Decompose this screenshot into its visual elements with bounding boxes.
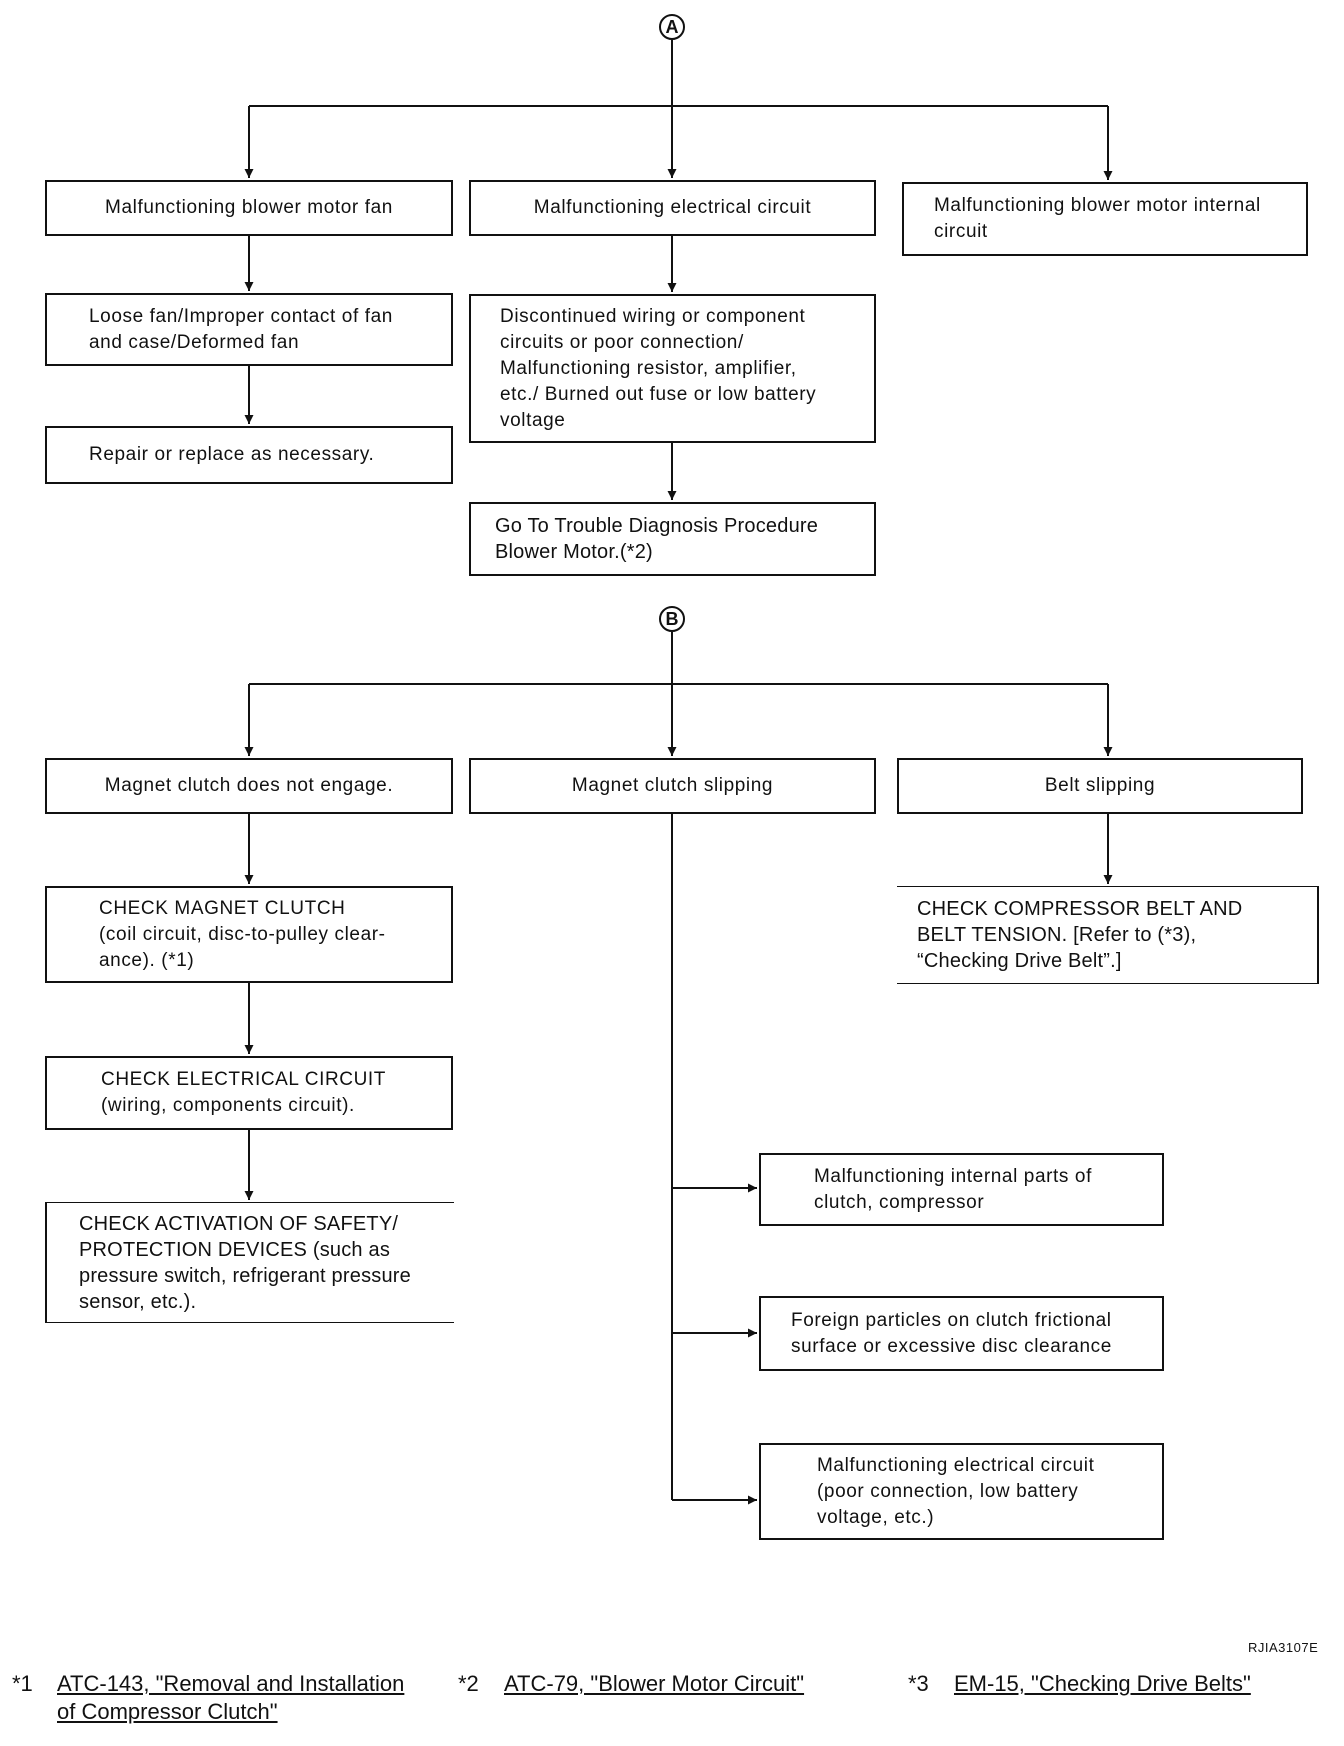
box-belt-slipping: Belt slipping bbox=[897, 758, 1303, 814]
box-internal-parts: Malfunctioning internal parts of clutch,… bbox=[759, 1153, 1164, 1226]
box-clutch-not-engage: Magnet clutch does not engage. bbox=[45, 758, 453, 814]
footnote-2: *2 ATC-79, "Blower Motor Circuit" bbox=[458, 1670, 858, 1700]
footnote-1-link[interactable]: ATC-143, "Removal and Installation of Co… bbox=[57, 1671, 405, 1724]
box-loose-fan: Loose fan/Improper contact of fan and ca… bbox=[45, 293, 453, 366]
footnote-1: *1 ATC-143, "Removal and Installation of… bbox=[12, 1670, 452, 1730]
box-goto-trouble-diagnosis: Go To Trouble Diagnosis Procedure Blower… bbox=[469, 502, 876, 576]
footnote-2-marker: *2 bbox=[458, 1671, 479, 1696]
box-check-electrical-circuit: CHECK ELECTRICAL CIRCUIT (wiring, compon… bbox=[45, 1056, 453, 1130]
box-blower-motor-fan: Malfunctioning blower motor fan bbox=[45, 180, 453, 236]
box-electrical-circuit: Malfunctioning electrical circuit bbox=[469, 180, 876, 236]
box-blower-motor-internal-circuit: Malfunctioning blower motor internal cir… bbox=[902, 182, 1308, 256]
box-check-compressor-belt: CHECK COMPRESSOR BELT AND BELT TENSION. … bbox=[897, 886, 1319, 984]
footnote-3-marker: *3 bbox=[908, 1671, 929, 1696]
box-check-magnet-clutch: CHECK MAGNET CLUTCH (coil circuit, disc-… bbox=[45, 886, 453, 983]
footnote-1-marker: *1 bbox=[12, 1671, 33, 1696]
box-clutch-slipping: Magnet clutch slipping bbox=[469, 758, 876, 814]
box-malfunctioning-electrical: Malfunctioning electrical circuit (poor … bbox=[759, 1443, 1164, 1540]
connector-b: B bbox=[659, 606, 685, 632]
figure-code: RJIA3107E bbox=[1248, 1640, 1319, 1655]
box-check-safety-devices: CHECK ACTIVATION OF SAFETY/ PROTECTION D… bbox=[45, 1202, 454, 1323]
footnote-3: *3 EM-15, "Checking Drive Belts" bbox=[908, 1670, 1308, 1700]
box-foreign-particles: Foreign particles on clutch frictional s… bbox=[759, 1296, 1164, 1371]
connector-a: A bbox=[659, 14, 685, 40]
box-repair-replace: Repair or replace as necessary. bbox=[45, 426, 453, 484]
footnote-2-link[interactable]: ATC-79, "Blower Motor Circuit" bbox=[504, 1671, 805, 1696]
box-discontinued-wiring: Discontinued wiring or component circuit… bbox=[469, 294, 876, 443]
footnote-3-link[interactable]: EM-15, "Checking Drive Belts" bbox=[954, 1671, 1251, 1696]
